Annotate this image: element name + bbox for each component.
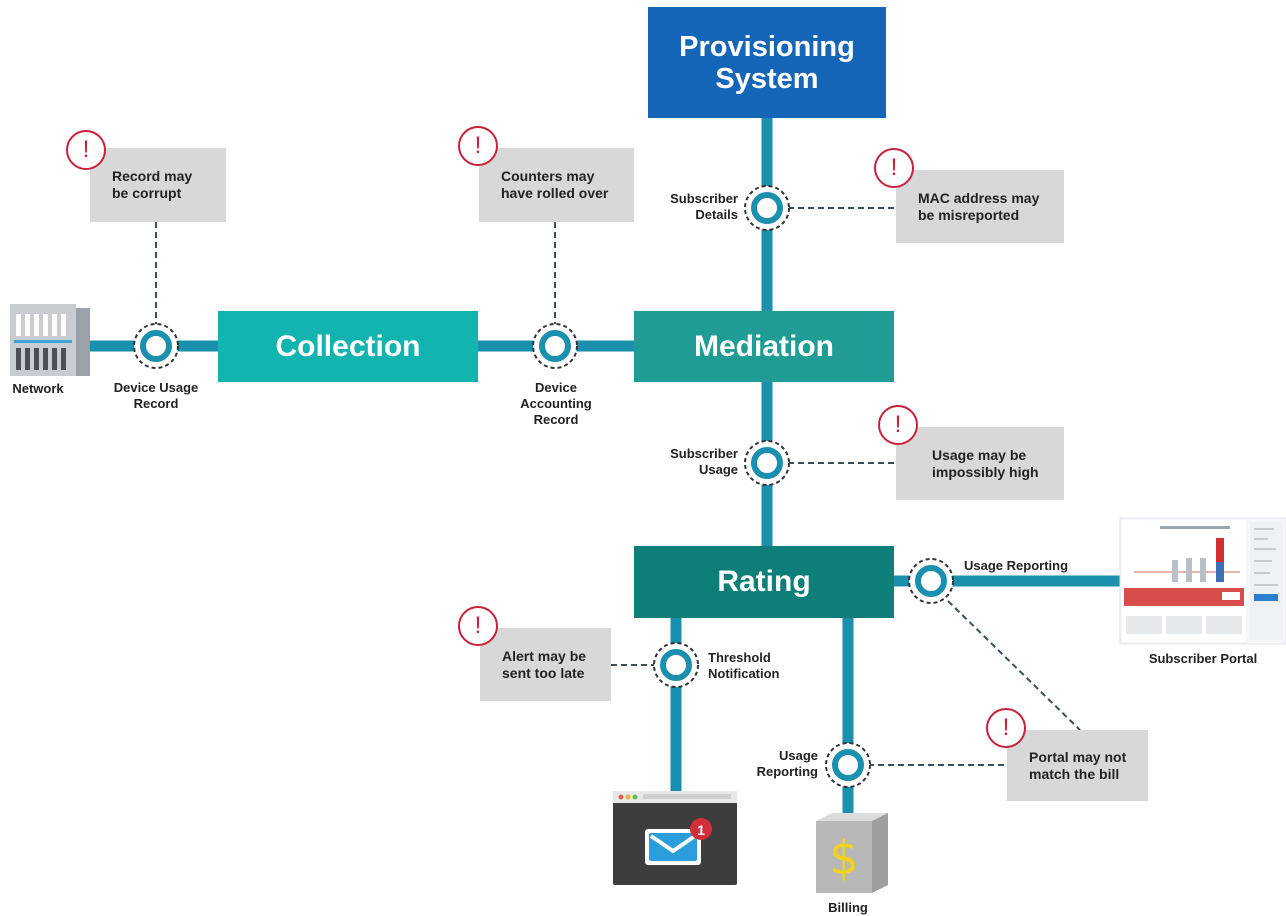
connector-rings bbox=[133, 185, 954, 788]
server-icon bbox=[10, 304, 90, 376]
alert-icon: ! bbox=[458, 126, 498, 166]
warning-alert-late-text: Alert may be sent too late bbox=[502, 648, 587, 681]
label-usage-reporting-billing: Usage Reporting bbox=[756, 748, 818, 779]
label-subscriber-portal: Subscriber Portal bbox=[1148, 651, 1258, 666]
node-rating: Rating bbox=[634, 546, 894, 618]
node-collection-label: Collection bbox=[275, 329, 421, 363]
warning-portal-mismatch-text: Portal may not match the bill bbox=[1029, 749, 1127, 782]
node-collection: Collection bbox=[218, 311, 478, 382]
warning-mac: MAC address may be misreported bbox=[896, 170, 1064, 243]
warning-counters-text: Counters may have rolled over bbox=[501, 168, 609, 201]
node-mediation-label: Mediation bbox=[694, 329, 834, 363]
alert-icon: ! bbox=[878, 405, 918, 445]
label-subscriber-usage: Subscriber Usage bbox=[670, 446, 738, 477]
notification-badge: 1 bbox=[697, 822, 705, 838]
warning-usage-high-text: Usage may be impossibly high bbox=[932, 447, 1039, 480]
dollar-icon: $ bbox=[829, 831, 859, 885]
label-network: Network bbox=[12, 381, 64, 396]
alert-icon: ! bbox=[986, 708, 1026, 748]
warning-counters: Counters may have rolled over bbox=[479, 148, 634, 222]
envelope-icon bbox=[613, 791, 737, 885]
alert-icon: ! bbox=[874, 148, 914, 188]
label-device-usage-record: Device Usage Record bbox=[113, 380, 199, 411]
label-subscriber-details: Subscriber Details bbox=[670, 191, 738, 222]
label-usage-reporting-portal: Usage Reporting bbox=[964, 558, 1069, 573]
label-billing: Billing bbox=[828, 900, 868, 915]
warning-alert-late: Alert may be sent too late bbox=[480, 628, 611, 701]
dollar-box-icon bbox=[816, 813, 888, 893]
node-mediation: Mediation bbox=[634, 311, 894, 382]
warning-portal-mismatch: Portal may not match the bill bbox=[1007, 730, 1148, 801]
leader-portal-diagonal bbox=[947, 600, 1081, 731]
alert-icon: ! bbox=[66, 130, 106, 170]
warning-usage-high: Usage may be impossibly high bbox=[896, 427, 1064, 500]
label-device-accounting-record: Device Accounting Record bbox=[520, 380, 592, 427]
node-provisioning: Provisioning System bbox=[648, 7, 886, 118]
node-provisioning-label: Provisioning System bbox=[679, 30, 855, 95]
warning-mac-text: MAC address may be misreported bbox=[918, 190, 1040, 223]
node-rating-label: Rating bbox=[717, 565, 811, 598]
label-threshold-notification: Threshold Notification bbox=[708, 650, 780, 681]
warning-record-corrupt-text: Record may be corrupt bbox=[112, 168, 193, 201]
portal-screenshot-icon bbox=[1119, 517, 1286, 645]
warning-record-corrupt: Record may be corrupt bbox=[90, 148, 226, 222]
alert-icon: ! bbox=[458, 606, 498, 646]
